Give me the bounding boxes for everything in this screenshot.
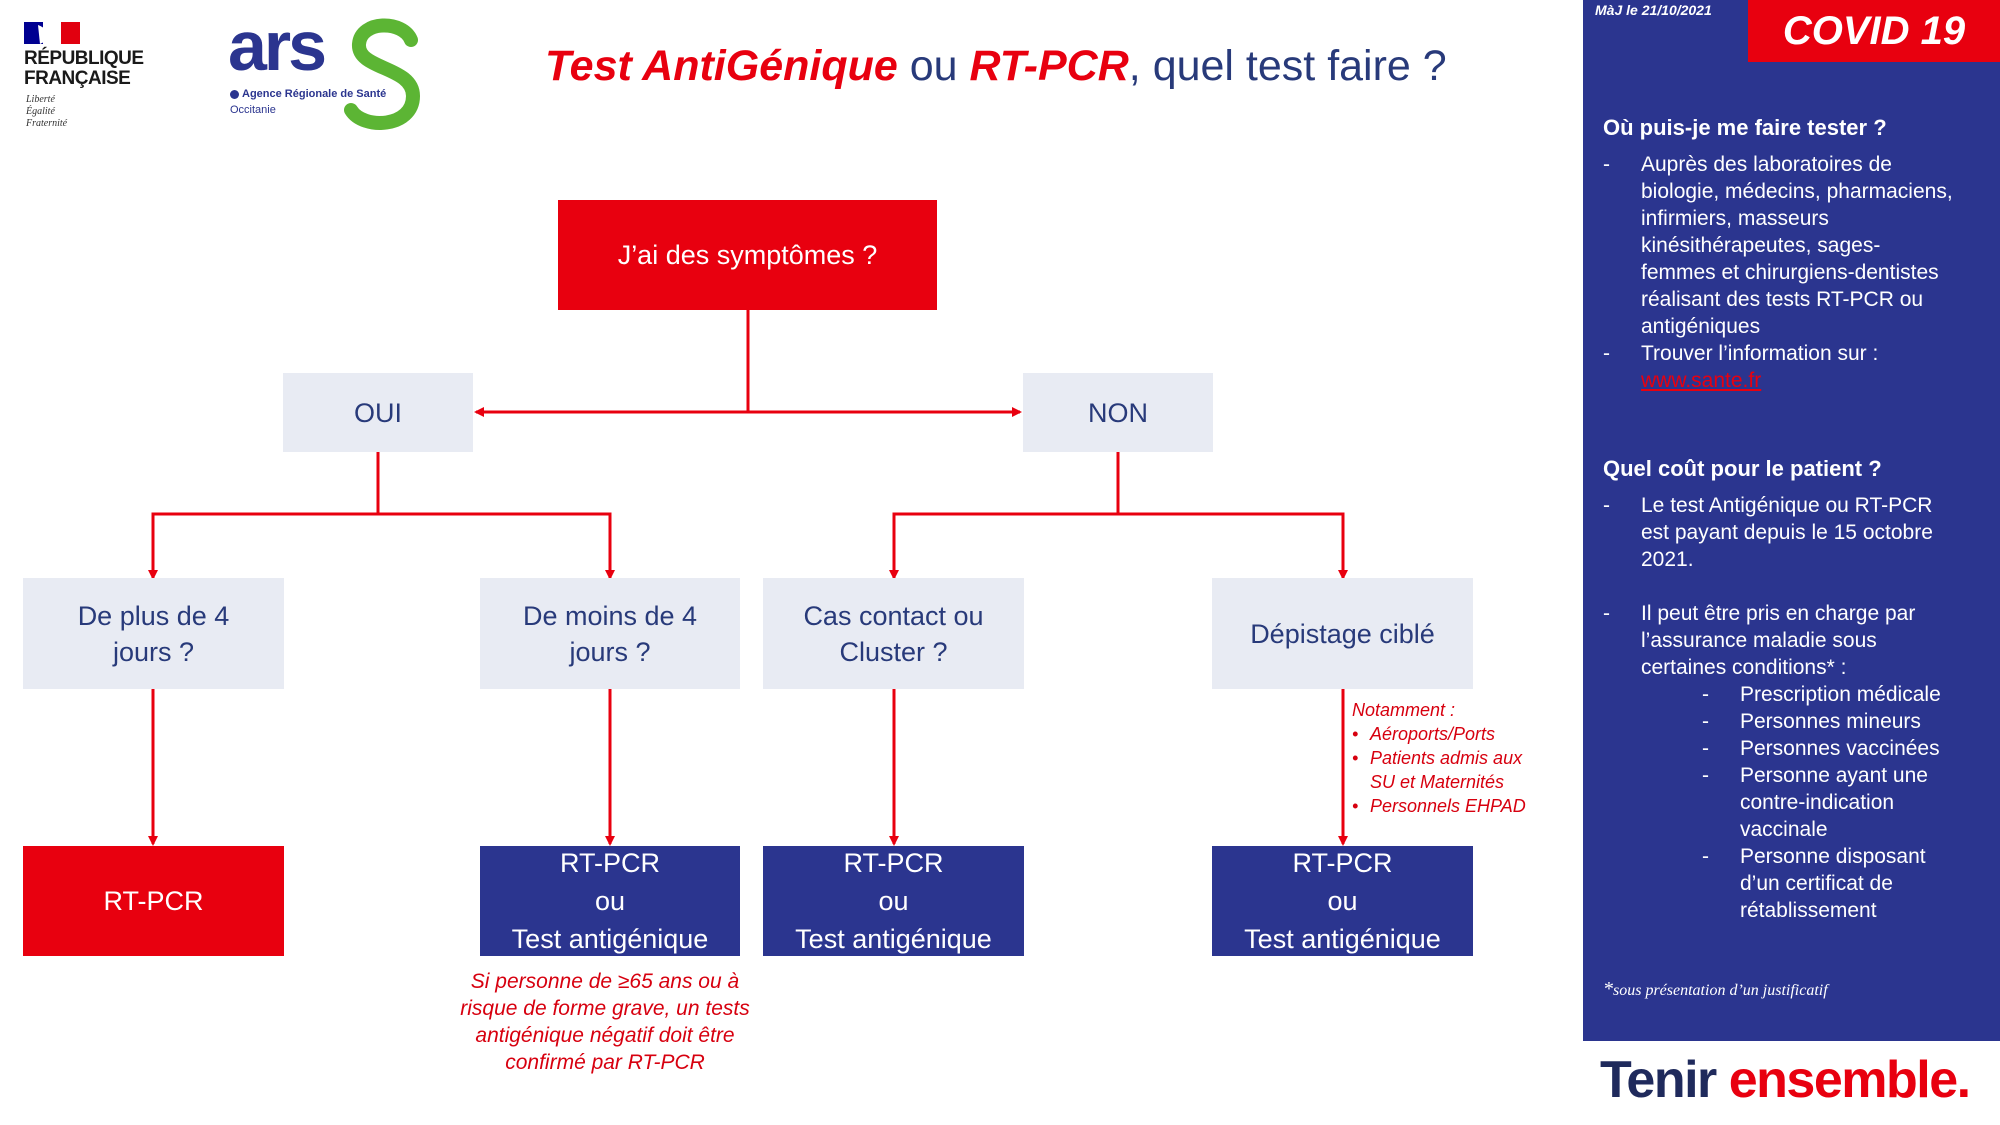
branch-contact-box: Cas contact ou Cluster ? <box>763 578 1024 689</box>
section-where: Où puis-je me faire tester ? - Auprès de… <box>1603 115 1993 394</box>
note-elderly-line: risque de forme grave, un tests <box>460 997 750 1020</box>
note-elderly-line: Si personne de ≥65 ans ou à <box>470 970 740 993</box>
ars-bullet-icon <box>230 90 239 99</box>
title-antigenique: Test AntiGénique <box>545 42 898 90</box>
result-contact-l2: ou <box>878 886 909 916</box>
rf-motto3: Fraternité <box>26 118 68 129</box>
ars-agency-name: Agence Régionale de Santé <box>242 88 387 100</box>
rf-motto2: Égalité <box>26 106 55 117</box>
non-box: NON <box>1023 373 1213 452</box>
covid-badge-label: COVID 19 <box>1782 8 1966 53</box>
republique-francaise-logo: RÉPUBLIQUE FRANÇAISE Liberté Égalité Fra… <box>24 22 164 137</box>
oui-label: OUI <box>353 397 402 428</box>
note-elderly-line: confirmé par RT-PCR <box>505 1051 705 1074</box>
result-rtpcr-box: RT-PCR <box>23 846 284 956</box>
rf-line2: FRANÇAISE <box>24 68 131 89</box>
section-cost: Quel coût pour le patient ? - Le test An… <box>1603 456 1993 924</box>
branch-moins4-l1: De moins de 4 <box>522 600 698 631</box>
result-moins4-l1: RT-PCR <box>559 848 660 878</box>
title-rtpcr: RT-PCR <box>969 42 1129 90</box>
result-contact-box: RT-PCR ou Test antigénique <box>763 846 1024 956</box>
flow-connectors <box>148 310 1348 846</box>
footnote-text: sous présentation d’un justificatif <box>1613 982 1828 999</box>
section-where-title: Où puis-je me faire tester ? <box>1603 115 1887 140</box>
note-targeted-item: •Patients admis aux <box>1352 748 1523 768</box>
result-contact-l1: RT-PCR <box>843 848 944 878</box>
branch-moins4-l2: jours ? <box>569 636 651 667</box>
branch-plus4-box: De plus de 4 jours ? <box>23 578 284 689</box>
brand-tenir: Tenir <box>1600 1051 1717 1109</box>
condition-item: -Personnes mineurs <box>1702 710 1921 733</box>
note-elderly: Si personne de ≥65 ans ou à risque de fo… <box>430 968 780 1076</box>
rf-motto1: Liberté <box>26 94 55 105</box>
branch-contact-l1: Cas contact ou <box>803 600 984 631</box>
result-depistage-l3: Test antigénique <box>1244 924 1441 954</box>
result-depistage-l1: RT-PCR <box>1292 848 1393 878</box>
branch-plus4-l2: jours ? <box>112 636 195 667</box>
brand-ensemble: ensemble. <box>1728 1051 1971 1109</box>
cost-item: - Le test Antigénique ou RT-PCR est paya… <box>1603 494 1933 571</box>
note-targeted-title: Notamment : <box>1352 700 1456 720</box>
ars-logo-text: ars <box>228 7 327 85</box>
branch-contact-l2: Cluster ? <box>839 636 948 667</box>
result-rtpcr-label: RT-PCR <box>103 885 204 916</box>
tenir-ensemble-logo: Tenir ensemble. <box>1600 1050 1971 1110</box>
page-title: Test AntiGénique ou RT-PCR, quel test fa… <box>545 42 1447 91</box>
where-item: - Trouver l’information sur : www.sante.… <box>1603 342 1879 392</box>
branch-depistage-label: Dépistage ciblé <box>1250 618 1435 649</box>
connector-oui-branches <box>151 512 612 578</box>
note-elderly-line: antigénique négatif doit être <box>475 1024 735 1047</box>
title-ou: ou <box>897 42 970 90</box>
branch-plus4-l1: De plus de 4 <box>77 600 230 631</box>
info-sidebar: MàJ le 21/10/2021 COVID 19 Où puis-je me… <box>1583 0 2000 1041</box>
ars-region: Occitanie <box>230 104 276 116</box>
sante-link[interactable]: www.sante.fr <box>1641 369 1762 392</box>
ars-logo: ars Agence Régionale de Santé Occitanie <box>228 7 428 138</box>
result-moins4-l3: Test antigénique <box>511 924 709 954</box>
title-question: , quel test faire ? <box>1128 42 1447 90</box>
where-item: - Auprès des laboratoires de biologie, m… <box>1603 153 1953 338</box>
result-moins4-l2: ou <box>594 886 626 916</box>
note-targeted-item: SU et Maternités <box>1370 772 1505 792</box>
update-date: MàJ le 21/10/2021 <box>1595 2 1712 18</box>
connector-non-branches <box>892 512 1345 578</box>
footnote: *sous présentation d’un justificatif <box>1603 978 1828 1001</box>
condition-item: -Personnes vaccinées <box>1702 737 1940 760</box>
note-targeted-item: •Aéroports/Ports <box>1352 724 1496 744</box>
cost-item: - Il peut être pris en charge par l’assu… <box>1603 602 1916 679</box>
footnote-star: * <box>1603 978 1613 1000</box>
root-question-box: J’ai des symptômes ? <box>558 200 937 310</box>
branch-moins4-box: De moins de 4 jours ? <box>480 578 740 689</box>
result-moins4-box: RT-PCR ou Test antigénique <box>480 846 740 956</box>
note-targeted-item: •Personnels EHPAD <box>1352 796 1526 816</box>
ars-s-shape-icon <box>344 18 421 130</box>
result-contact-l3: Test antigénique <box>795 924 992 954</box>
condition-item: -Prescription médicale <box>1702 683 1941 706</box>
rf-line1: RÉPUBLIQUE <box>24 48 144 69</box>
branch-depistage-box: Dépistage ciblé <box>1212 578 1473 689</box>
non-label: NON <box>1088 397 1148 428</box>
section-cost-title: Quel coût pour le patient ? <box>1603 456 1882 481</box>
note-targeted: Notamment : •Aéroports/Ports •Patients a… <box>1352 698 1552 818</box>
marianne-flag-icon <box>24 22 80 44</box>
root-question: J’ai des symptômes ? <box>617 239 878 270</box>
result-depistage-box: RT-PCR ou Test antigénique <box>1212 846 1473 956</box>
result-depistage-l2: ou <box>1327 886 1358 916</box>
covid-badge: COVID 19 <box>1748 0 2000 62</box>
oui-box: OUI <box>283 373 473 452</box>
